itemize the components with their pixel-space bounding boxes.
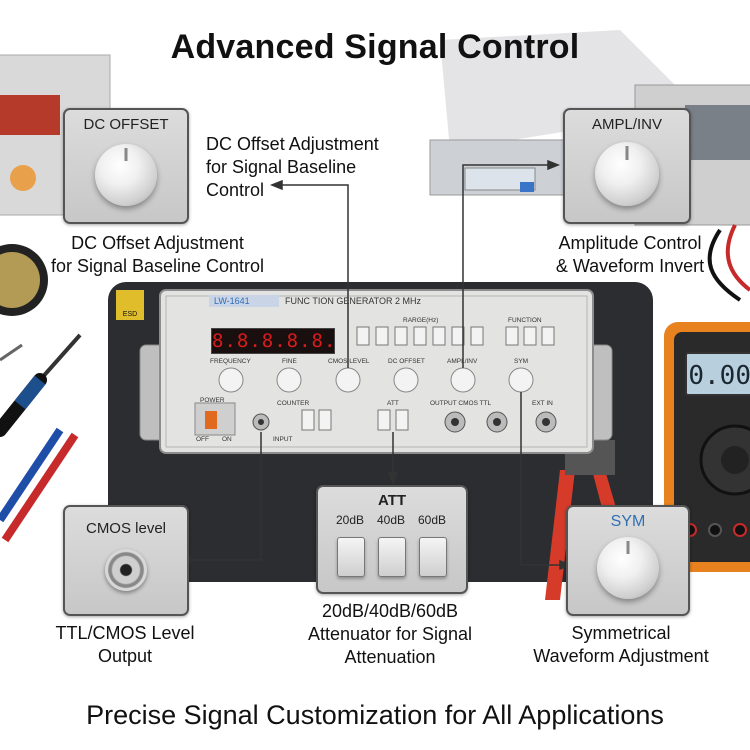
caption-cmos-level: TTL/CMOS Level Output [55, 623, 195, 666]
test-leads-left [0, 427, 79, 543]
callout-ampl-inv-label: AMPL/INV [591, 116, 663, 133]
att-40db-button-icon [378, 537, 406, 577]
att-60db-button-icon [419, 537, 447, 577]
input-label: INPUT [273, 436, 293, 443]
caption-ampl-inv: Amplitude Control & Waveform Invert [555, 233, 705, 276]
ampl-inv-label: AMPL/INV [447, 358, 478, 365]
callout-cmos-level-label: CMOS level [85, 520, 167, 537]
callout-dc-offset-label: DC OFFSET [83, 116, 169, 133]
caption-dc-offset: DC Offset Adjustment for Signal Baseline… [50, 233, 265, 276]
callout-att-label: ATT [377, 492, 407, 509]
svg-text:ESD: ESD [123, 311, 137, 318]
generator-model-label: LW-1641 [214, 296, 250, 306]
off-label: OFF [196, 436, 209, 443]
callout-cmos-level: CMOS level [63, 505, 189, 616]
range-buttons [356, 326, 555, 346]
callout-dc-offset: DC OFFSET [63, 108, 189, 224]
callout-att: ATT 20dB 40dB 60dB [316, 485, 468, 594]
multimeter-display: 0.00 [685, 352, 750, 396]
cmos-level-label: CMOS LEVEL [328, 358, 370, 365]
ampl-inv-knob-icon [595, 142, 659, 206]
callout-pointers [177, 159, 573, 571]
att-60db-label: 60dB [417, 513, 447, 527]
generator-name-label: FUNC TION GENERATOR 2 MHz [285, 296, 422, 306]
output-label: OUTPUT CMOS TTL [430, 400, 492, 407]
tagline: Precise Signal Customization for All App… [86, 700, 664, 730]
caption-dc-offset-pointer: DC Offset Adjustment for Signal Baseline… [206, 134, 379, 200]
solder-tin [0, 244, 48, 316]
caption-att: 20dB/40dB/60dB Attenuator for Signal Att… [307, 601, 473, 667]
att-20db-button-icon [337, 537, 365, 577]
function-header: FUNCTION [508, 317, 542, 324]
callout-sym-label: SYM [610, 513, 646, 530]
dc-offset-knob-icon [95, 144, 157, 206]
function-generator [139, 289, 613, 454]
bnc-connector-icon [105, 549, 147, 591]
dc-offset-label: DC OFFSET [388, 358, 425, 365]
bnc-connectors [252, 411, 557, 433]
generator-display: 8.8.8.8.8.8. [211, 328, 335, 354]
power-label: POWER [200, 397, 225, 404]
callout-ampl-inv: AMPL/INV [563, 108, 691, 224]
probe-cables [707, 224, 750, 302]
counter-label: COUNTER [277, 400, 310, 407]
fine-label: FINE [282, 358, 297, 365]
att-label: ATT [387, 400, 399, 407]
callout-sym: SYM [566, 505, 690, 616]
soldering-iron [0, 333, 82, 437]
sym-label: SYM [514, 358, 529, 365]
att-20db-label: 20dB [335, 513, 365, 527]
ext-in-label: EXT IN [532, 400, 553, 407]
frequency-label: FREQUENCY [210, 358, 251, 365]
att-40db-label: 40dB [376, 513, 406, 527]
range-header: RARGE(Hz) [403, 317, 439, 324]
page-title: Advanced Signal Control [170, 28, 580, 66]
sym-knob-icon [597, 537, 659, 599]
on-label: ON [222, 436, 232, 443]
caption-sym: Symmetrical Waveform Adjustment [533, 623, 709, 666]
